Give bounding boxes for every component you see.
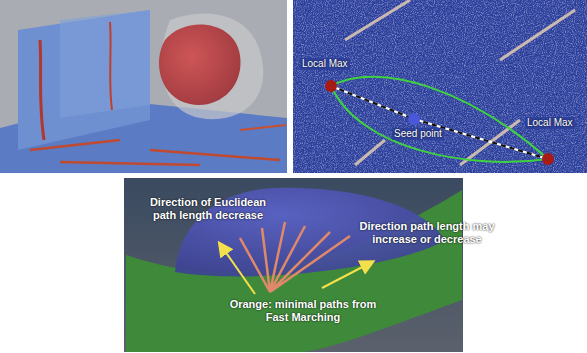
point-label: Local Max — [300, 58, 350, 70]
path-panel — [293, 0, 587, 173]
surface-panel — [124, 178, 463, 352]
legend-note: Orange: minimal paths from Fast Marching — [226, 298, 380, 323]
slice-panel — [0, 0, 287, 173]
point-label: Seed point — [392, 128, 444, 140]
point-label: Local Max — [525, 117, 575, 129]
direction-note: Direction path length may increase or de… — [350, 220, 504, 245]
direction-note: Direction of Euclidean path length decre… — [140, 196, 276, 221]
